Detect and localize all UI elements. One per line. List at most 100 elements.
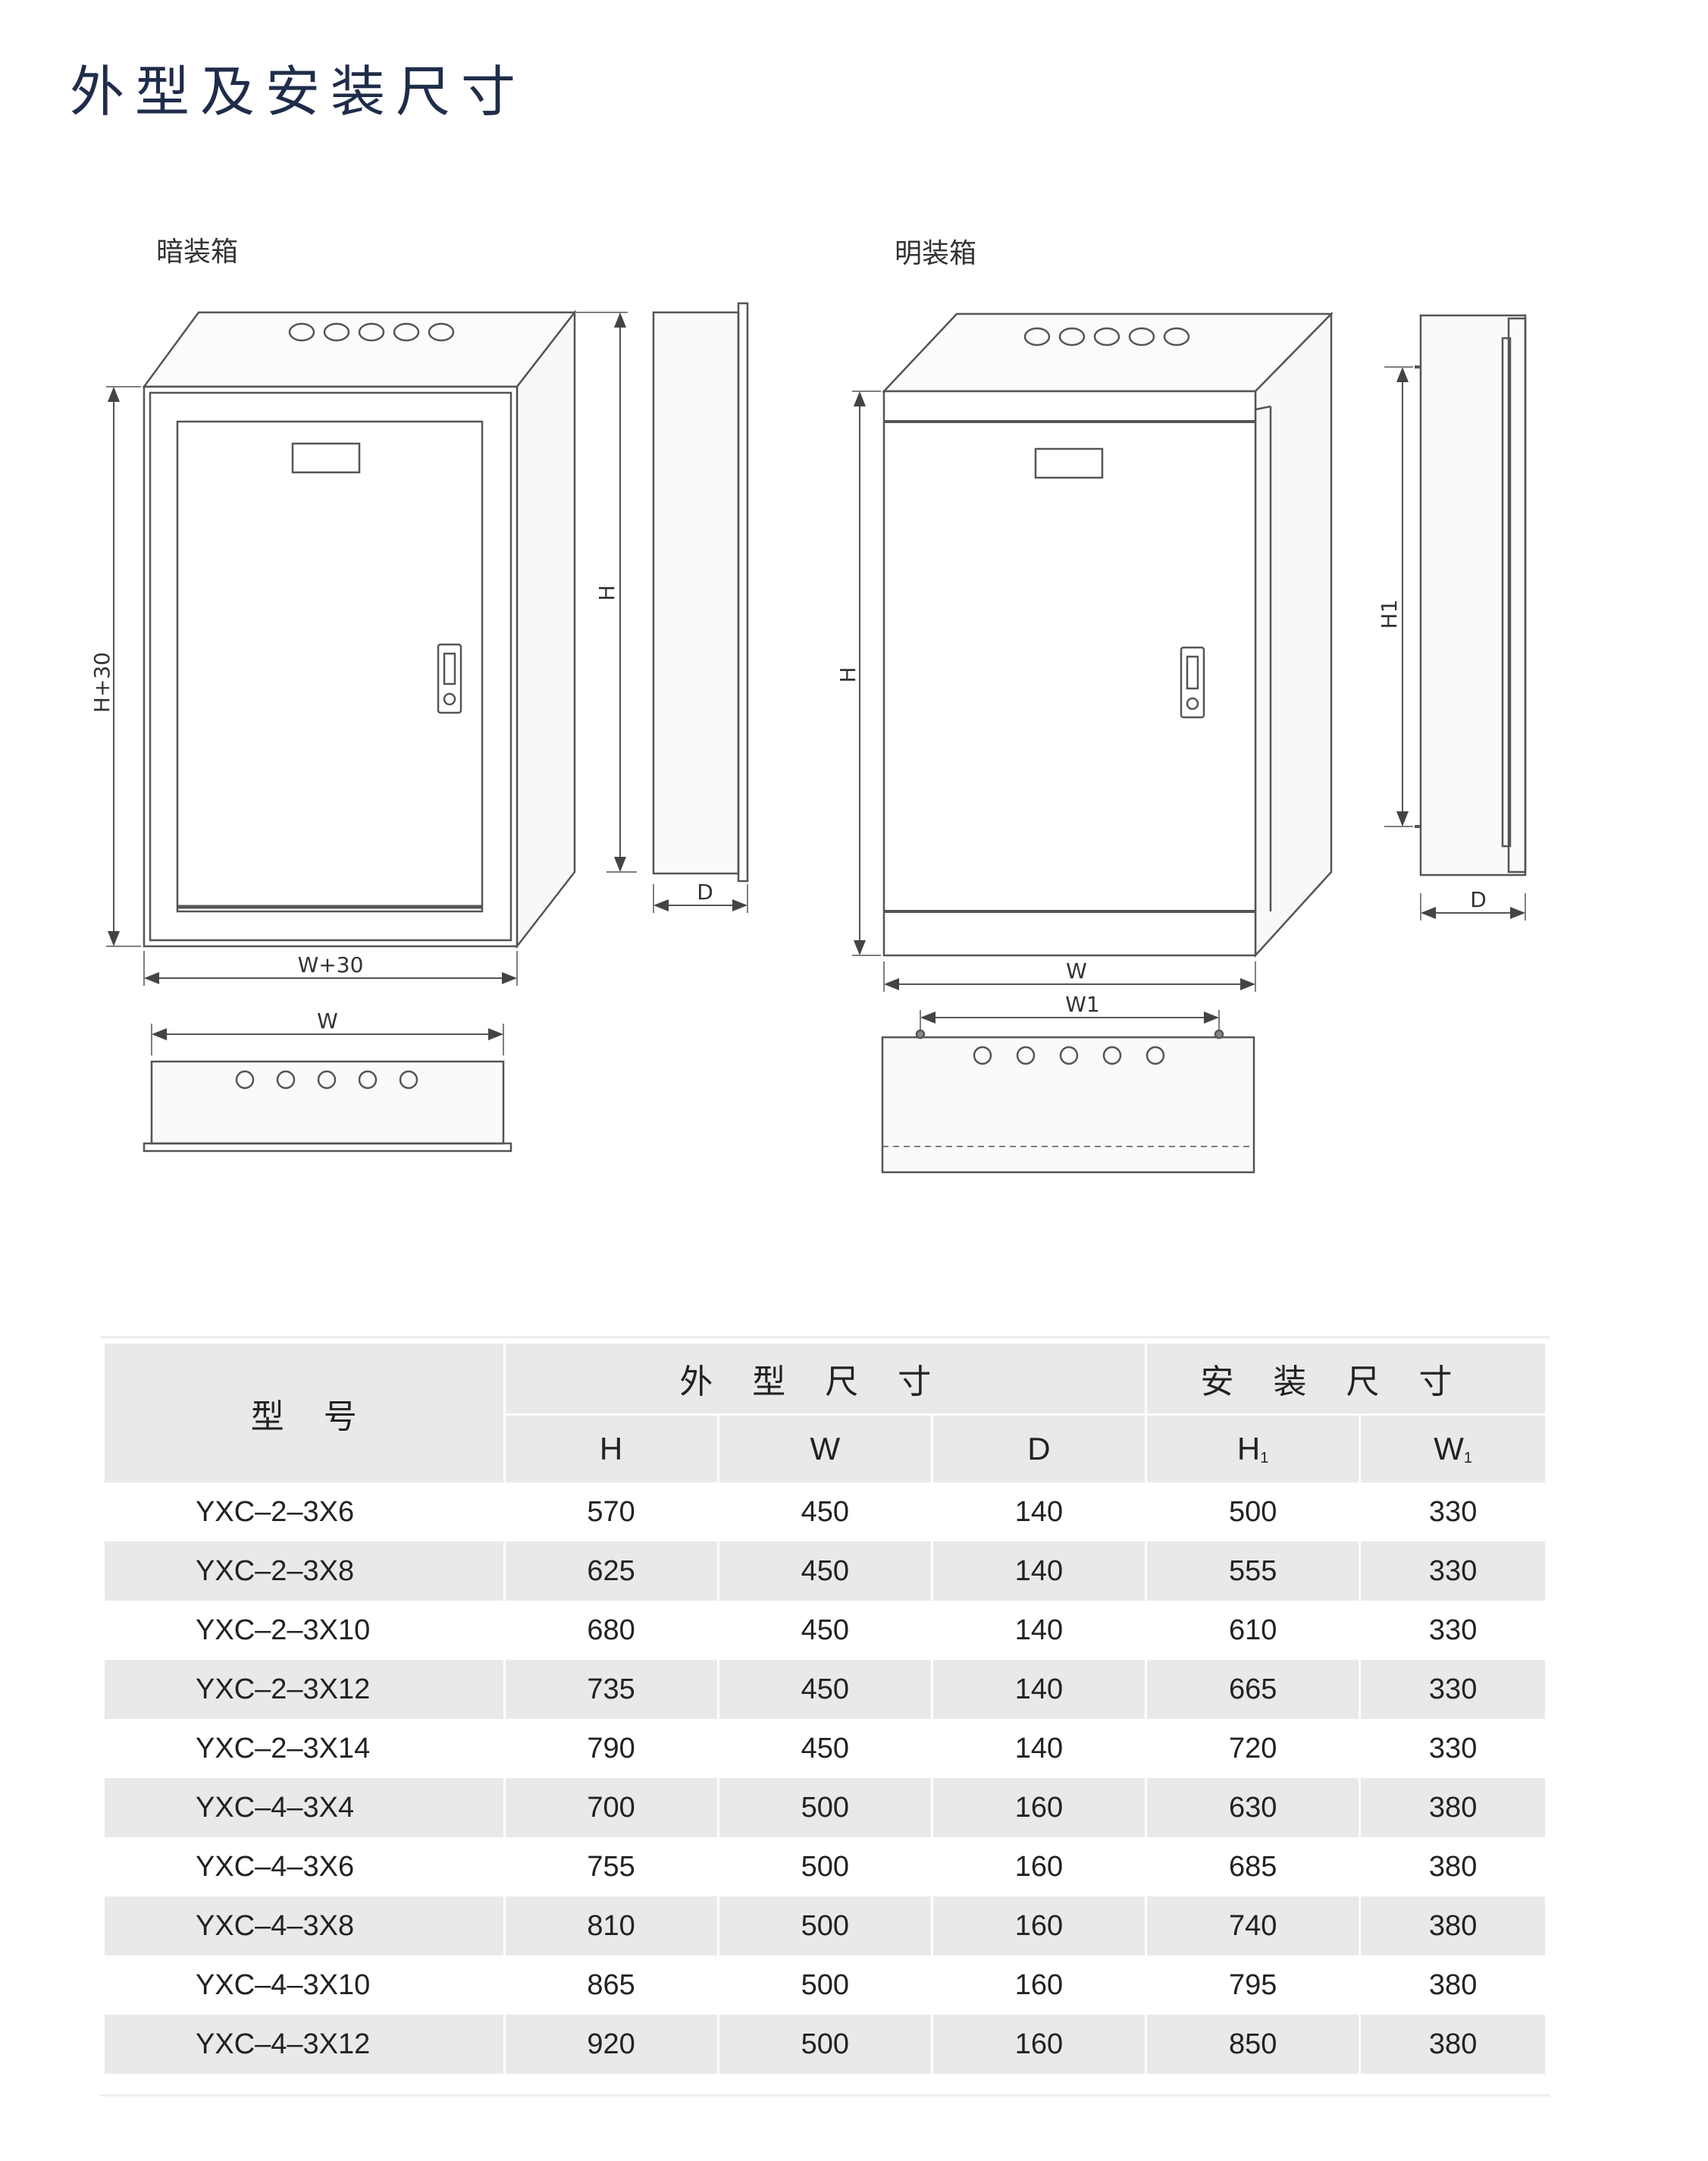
header-w1: W1 (1361, 1413, 1545, 1482)
page-title: 外型及安装尺寸 (70, 60, 527, 124)
cell-h: 790 (587, 1732, 635, 1764)
cell-w: 500 (719, 1896, 931, 1956)
cell-w: 500 (719, 1778, 931, 1837)
cell-w1: 330 (1428, 1495, 1478, 1528)
cell-w1: 330 (1361, 1542, 1545, 1601)
cell-d: 140 (1014, 1732, 1064, 1764)
cell-h1: 630 (1147, 1778, 1359, 1837)
cell-model: YXC–2–3X10 (196, 1614, 371, 1646)
surface-box-drawing: 明装箱 H W (835, 238, 1527, 1174)
concealed-width-label: W+30 (298, 952, 364, 977)
cell-w: 450 (801, 1732, 849, 1764)
table-bottom-rule (100, 2094, 1550, 2097)
concealed-box-front-view (142, 309, 577, 949)
table-row: YXC–4–3X4 700 500 160 630 380 (105, 1778, 1545, 1837)
table-row: YXC–4–3X6 755 500 160 685 380 (105, 1837, 1545, 1896)
cell-d: 140 (1014, 1495, 1064, 1528)
surface-box-front-view (882, 311, 1333, 958)
cell-model: YXC–4–3X4 (105, 1778, 503, 1837)
cell-w1: 380 (1428, 1968, 1478, 2001)
cell-w: 500 (801, 1850, 849, 1883)
cell-w1: 380 (1361, 1778, 1545, 1837)
cell-w: 450 (801, 1614, 849, 1646)
cell-h1: 555 (1147, 1542, 1359, 1601)
cell-d: 160 (932, 2015, 1145, 2074)
cell-h: 570 (587, 1495, 635, 1528)
cell-h: 680 (587, 1614, 635, 1646)
cell-h1: 795 (1228, 1968, 1277, 2001)
cell-d: 140 (932, 1660, 1145, 1719)
surface-side-height-label: H1 (1377, 600, 1402, 629)
concealed-side-height-label: H (594, 585, 619, 601)
cell-w: 450 (719, 1542, 931, 1601)
cell-w1: 380 (1361, 2015, 1545, 2074)
cell-h1: 500 (1228, 1495, 1277, 1528)
cell-w: 500 (719, 2015, 931, 2074)
header-install-dimensions: 安装尺寸 (1147, 1344, 1545, 1413)
cell-d: 160 (1014, 1968, 1064, 2001)
cell-model: YXC–2–3X8 (105, 1542, 503, 1601)
table-row: YXC–2–3X10 680 450 140 610 330 (105, 1601, 1545, 1660)
header-d: D (932, 1413, 1145, 1482)
table-row: YXC–2–3X12 735 450 140 665 330 (105, 1660, 1545, 1719)
table-row: YXC–4–3X12 920 500 160 850 380 (105, 2015, 1545, 2074)
cell-h1: 720 (1228, 1732, 1277, 1764)
table-row: YXC–4–3X10 865 500 160 795 380 (105, 1956, 1545, 2015)
cell-h1: 685 (1228, 1850, 1277, 1883)
surface-inner-width-label: W1 (1065, 992, 1100, 1017)
cell-h: 865 (587, 1968, 635, 2001)
surface-depth-label: D (1470, 887, 1487, 912)
concealed-height-label: H+30 (89, 652, 114, 713)
concealed-box-drawing: 暗装箱 H+30 W+30 (89, 237, 749, 1153)
cell-w1: 380 (1361, 1896, 1545, 1956)
cell-model: YXC–4–3X6 (196, 1850, 355, 1883)
cell-model: YXC–2–3X6 (196, 1495, 355, 1528)
concealed-bottom-width-label: W (317, 1008, 338, 1033)
header-outer-dimensions: 外型尺寸 (505, 1344, 1145, 1413)
cell-h: 755 (587, 1850, 635, 1883)
concealed-box-side-view (652, 302, 749, 883)
cell-h1: 610 (1228, 1614, 1277, 1646)
surface-box-side-view (1415, 314, 1527, 877)
cell-h: 920 (505, 2015, 717, 2074)
cell-h: 735 (505, 1660, 717, 1719)
cell-w1: 380 (1428, 1850, 1478, 1883)
concealed-box-bottom-view (143, 1060, 512, 1153)
cell-d: 160 (932, 1778, 1145, 1837)
concealed-depth-label: D (697, 880, 713, 905)
cell-d: 140 (1014, 1614, 1064, 1646)
technical-drawings: 暗装箱 H+30 W+30 (89, 237, 1527, 1174)
table-row: YXC–2–3X14 790 450 140 720 330 (105, 1719, 1545, 1778)
table-row: YXC–4–3X8 810 500 160 740 380 (105, 1896, 1545, 1956)
cell-w1: 330 (1361, 1660, 1545, 1719)
table-top-rule (100, 1336, 1550, 1338)
header-w: W (719, 1413, 931, 1482)
surface-height-label: H (835, 666, 860, 682)
cell-w: 450 (801, 1495, 849, 1528)
cell-w: 450 (719, 1660, 931, 1719)
cell-h1: 740 (1147, 1896, 1359, 1956)
cell-d: 160 (1014, 1850, 1064, 1883)
cell-model: YXC–4–3X10 (196, 1968, 371, 2001)
surface-width-label: W (1066, 958, 1087, 983)
surface-box-bottom-view (881, 1029, 1255, 1174)
cell-d: 140 (932, 1542, 1145, 1601)
cell-w1: 330 (1428, 1732, 1478, 1764)
cell-h1: 665 (1147, 1660, 1359, 1719)
cell-h: 625 (505, 1542, 717, 1601)
header-model: 型号 (105, 1344, 503, 1482)
cell-w1: 330 (1428, 1614, 1478, 1646)
cell-h: 810 (505, 1896, 717, 1956)
cell-model: YXC–4–3X8 (105, 1896, 503, 1956)
spec-table: 型号 外型尺寸 安装尺寸 H W D H1 W1 YXC–2–3X6 570 4… (102, 1344, 1547, 2074)
cell-h: 700 (505, 1778, 717, 1837)
surface-box-caption: 明装箱 (895, 238, 976, 269)
table-row: YXC–2–3X6 570 450 140 500 330 (105, 1482, 1545, 1542)
cell-h1: 850 (1147, 2015, 1359, 2074)
header-h: H (505, 1413, 717, 1482)
header-h1: H1 (1147, 1413, 1359, 1482)
cell-d: 160 (932, 1896, 1145, 1956)
cell-w: 500 (801, 1968, 849, 2001)
concealed-box-caption: 暗装箱 (156, 237, 238, 268)
cell-model: YXC–2–3X14 (196, 1732, 371, 1764)
